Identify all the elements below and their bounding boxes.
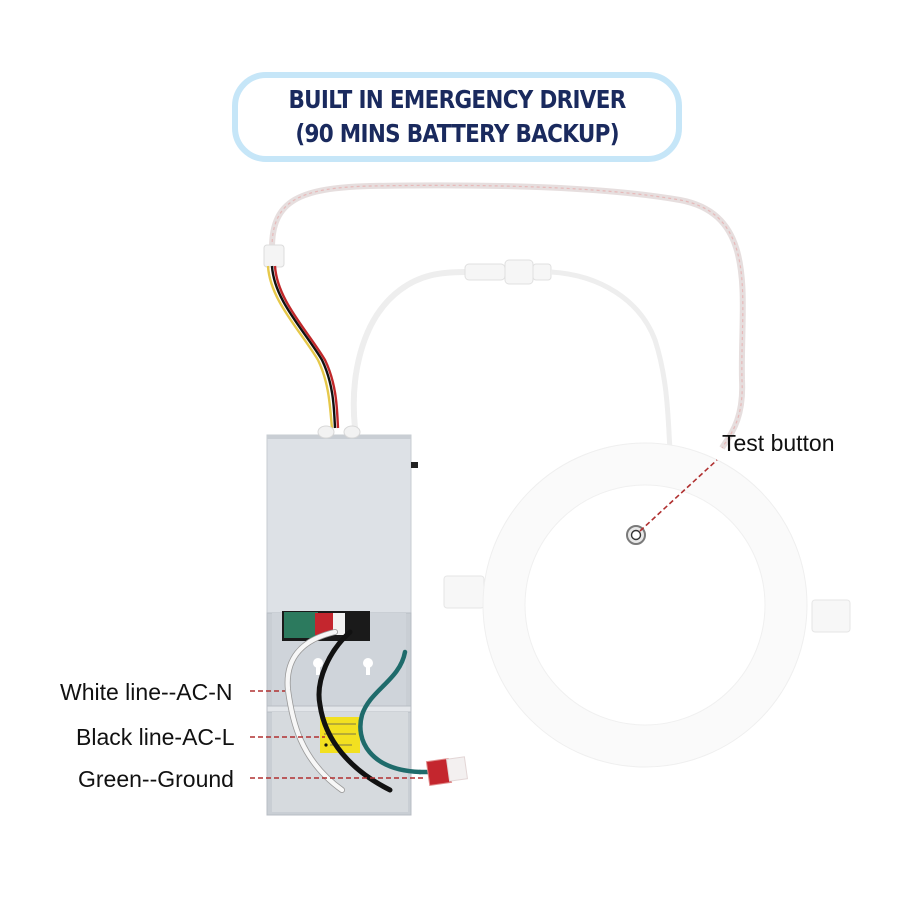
- title-line-2: (90 MINS BATTERY BACKUP): [295, 119, 619, 148]
- black-wire: [316, 629, 393, 793]
- mounting-clip-left: [443, 575, 485, 609]
- white-wire: [285, 629, 345, 793]
- colored-wires: [266, 265, 340, 429]
- label-black-line: Black line-AC-L: [76, 724, 235, 750]
- label-green-ground: Green--Ground: [78, 766, 234, 792]
- title-line-1: BUILT IN EMERGENCY DRIVER: [288, 85, 626, 114]
- leader-test-button: [639, 459, 718, 532]
- leader-lines: [250, 459, 718, 779]
- title-banner: BUILT IN EMERGENCY DRIVER (90 MINS BATTE…: [232, 72, 682, 162]
- box-switch: [411, 462, 418, 468]
- box-wires: [284, 629, 433, 793]
- mounting-clip-right: [811, 599, 851, 633]
- white-cable: [350, 259, 673, 451]
- led-downlight: [443, 442, 851, 768]
- label-white-line: White line--AC-N: [60, 679, 233, 705]
- green-wire: [358, 649, 423, 775]
- upper-cable: [269, 182, 746, 450]
- harness-connector: [263, 244, 285, 268]
- label-test-button: Test button: [722, 430, 835, 456]
- wire-connector: [425, 756, 469, 786]
